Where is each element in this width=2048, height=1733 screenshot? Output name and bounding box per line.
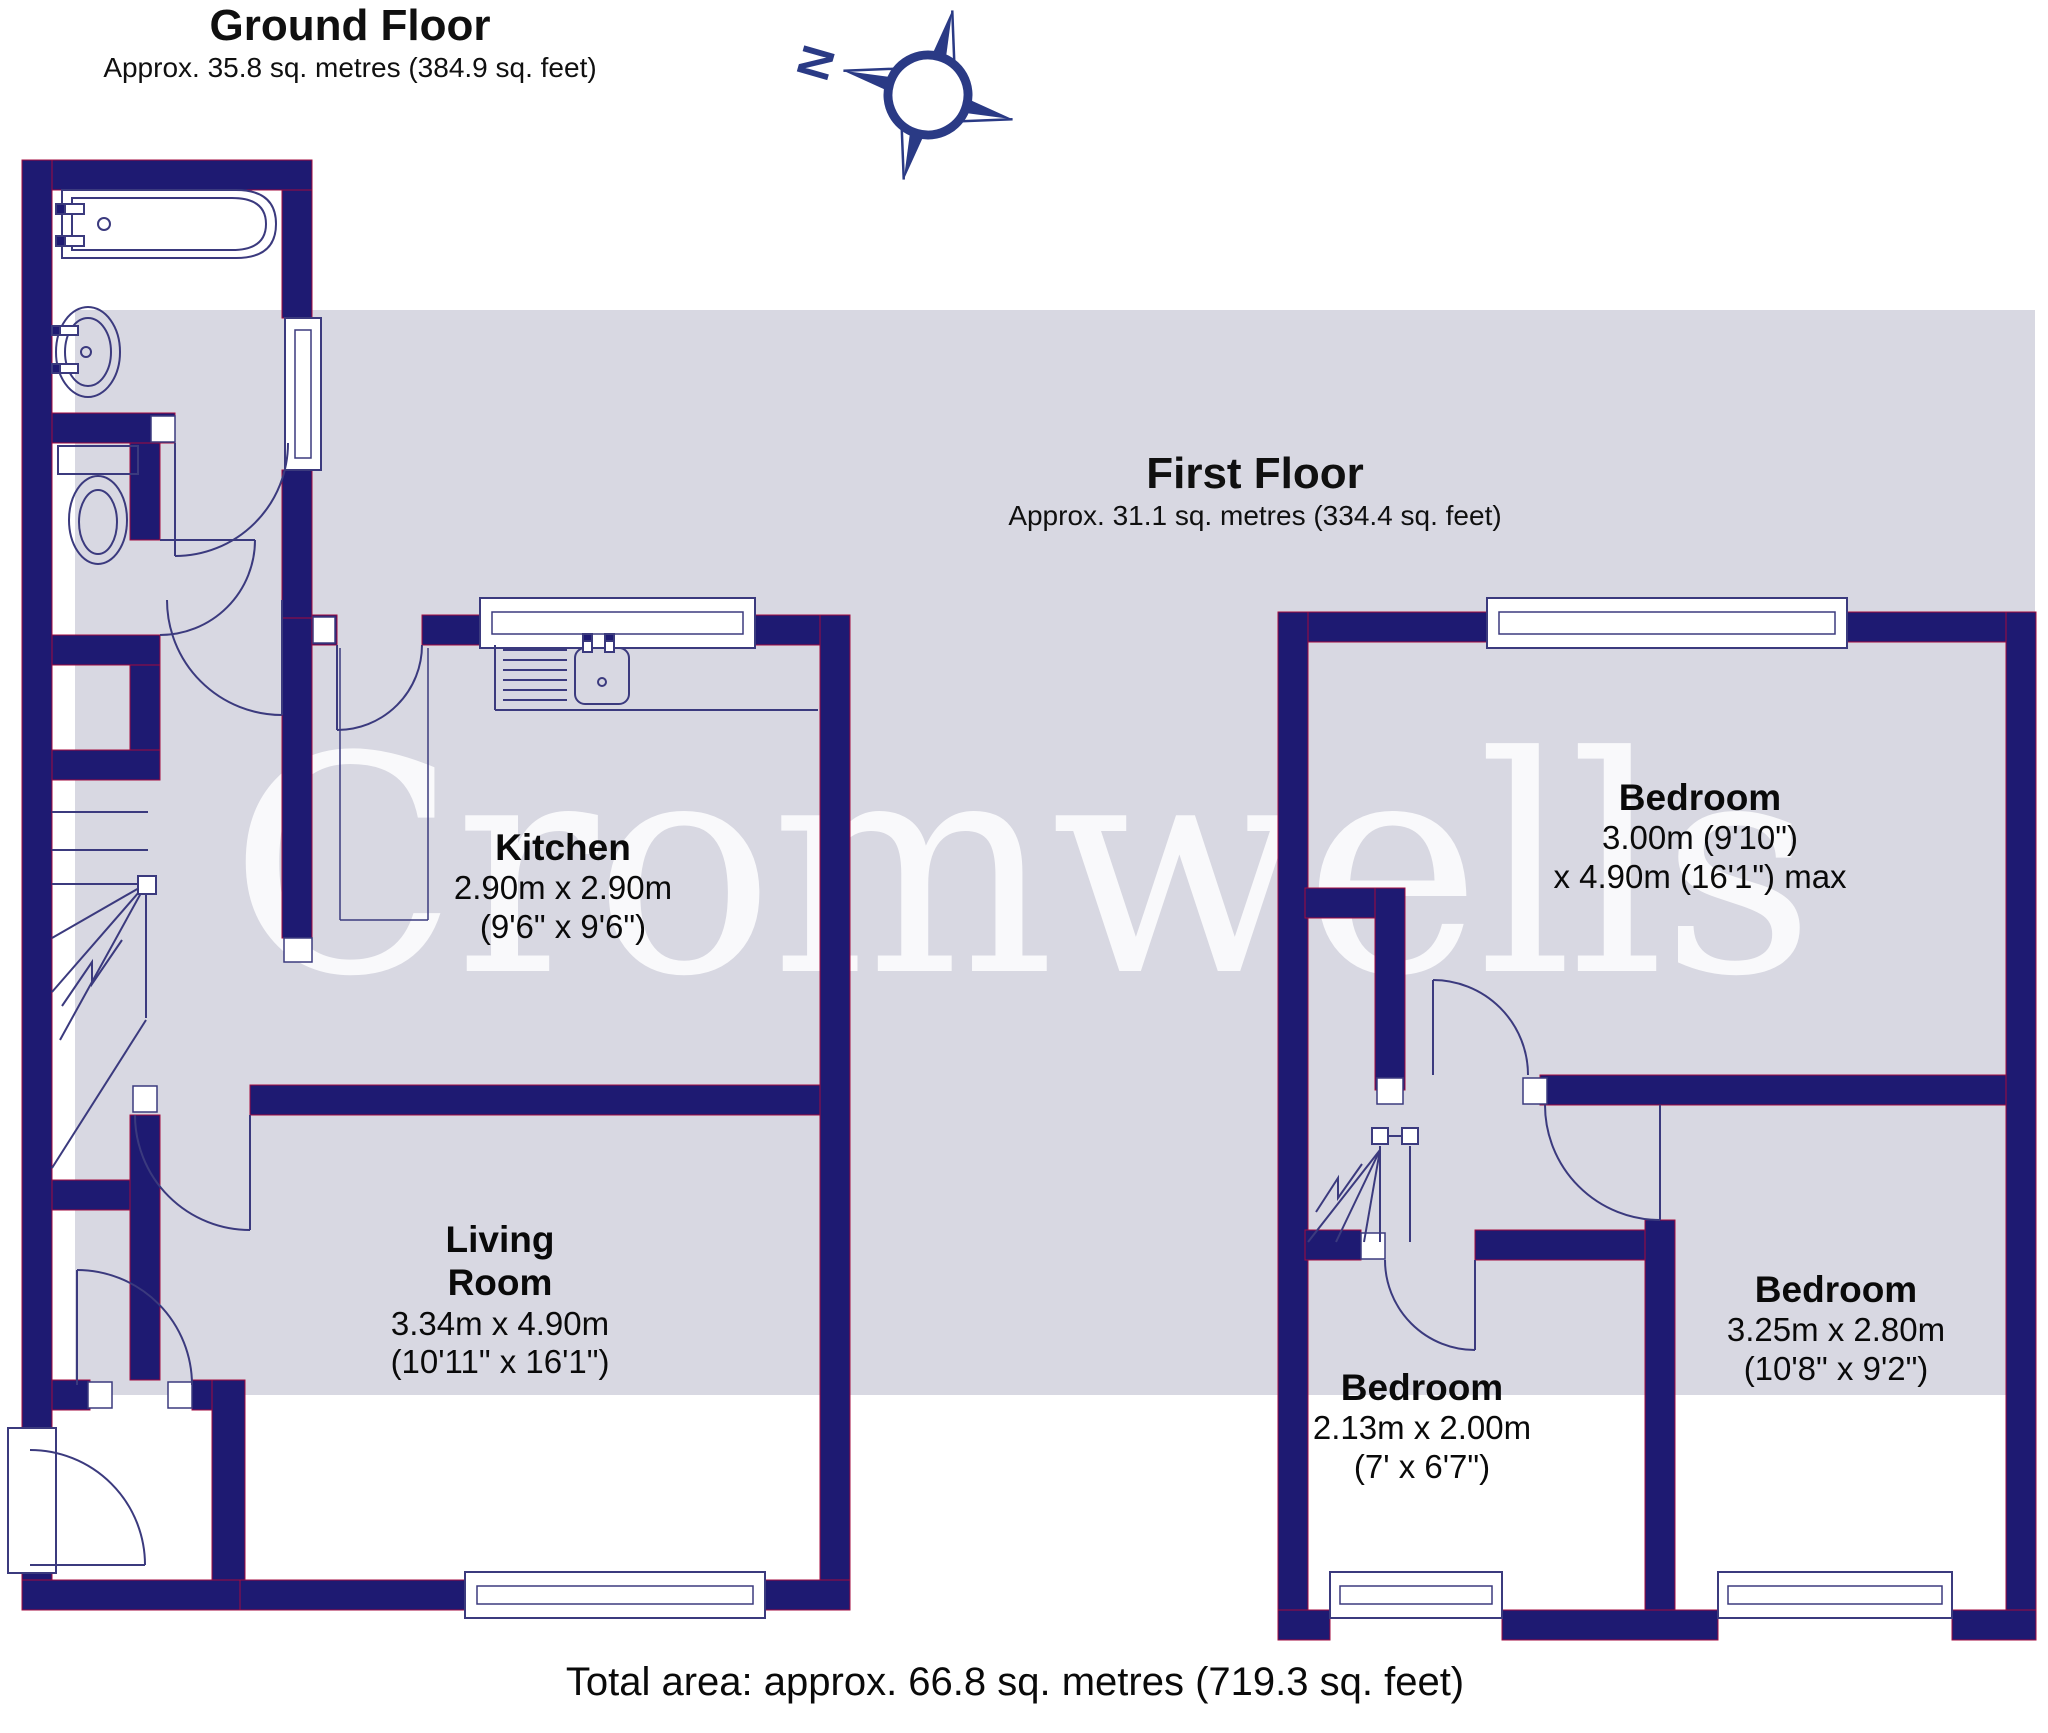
gray-background-band bbox=[75, 310, 2035, 1395]
first-floor-title-block: First Floor Approx. 31.1 sq. metres (334… bbox=[1008, 449, 1502, 535]
first-floor-title: First Floor bbox=[1146, 449, 1364, 498]
ground-floor-subtitle: Approx. 35.8 sq. metres (384.9 sq. feet) bbox=[103, 52, 597, 84]
ground-floor-title-block: Ground Floor Approx. 35.8 sq. metres (38… bbox=[103, 1, 597, 87]
total-area-text: Total area: approx. 66.8 sq. metres (719… bbox=[565, 1660, 1465, 1704]
first-floor-subtitle: Approx. 31.1 sq. metres (334.4 sq. feet) bbox=[1008, 500, 1502, 532]
bedroom3-label: Bedroom 2.13m x 2.00m (7' x 6'7") bbox=[1312, 1367, 1532, 1485]
kitchen-label: Kitchen 2.90m x 2.90m (9'6" x 9'6") bbox=[453, 827, 673, 945]
bedroom1-label: Bedroom 3.00m (9'10") x 4.90m (16'1") ma… bbox=[1553, 777, 1847, 895]
agency-watermark: Cromwells bbox=[228, 693, 1815, 1042]
ground-floor-title: Ground Floor bbox=[209, 1, 491, 50]
living-room-label: Living Room 3.34m x 4.90m (10'11" x 16'1… bbox=[390, 1219, 610, 1381]
bedroom2-label: Bedroom 3.25m x 2.80m (10'8" x 9'2") bbox=[1726, 1269, 1946, 1387]
